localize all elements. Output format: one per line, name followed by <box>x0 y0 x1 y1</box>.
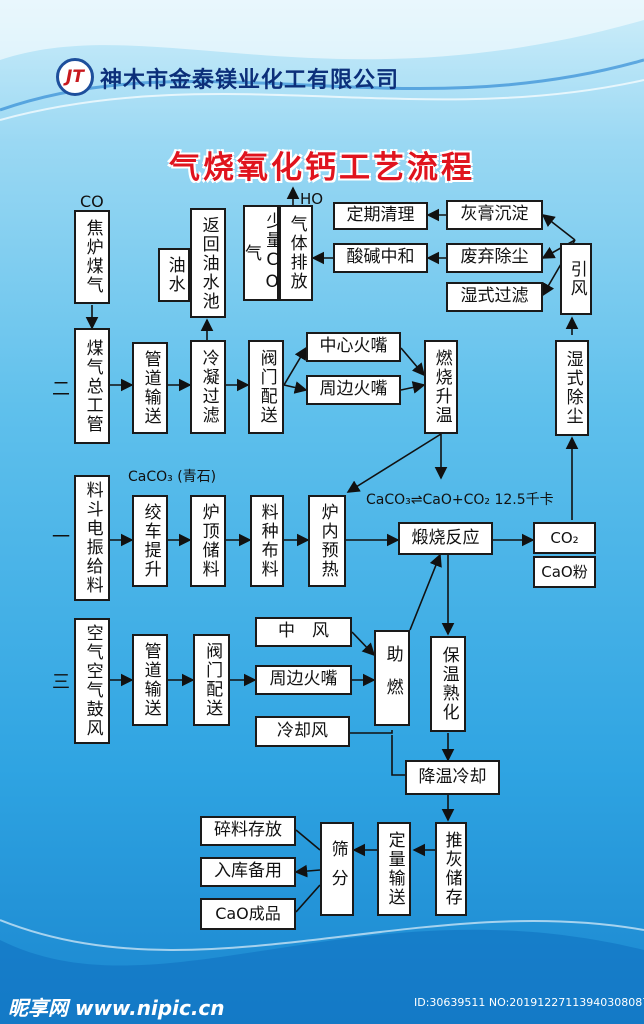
watermark-id: ID:30639511 NO:20191227113940308087 <box>414 996 644 1009</box>
ho-label: HO <box>300 190 324 208</box>
middle-wind-box: 中 风 <box>255 617 352 647</box>
cooling-wind-box: 冷却风 <box>255 716 350 747</box>
company-logo: JT <box>56 58 94 96</box>
pipe-transport-1-box: 管道输送 <box>132 342 168 434</box>
insulate-mature-box: 保温熟化 <box>430 636 466 732</box>
furnace-top-storage-box: 炉顶储料 <box>190 495 226 587</box>
company-name: 神木市金泰镁业化工有限公司 <box>100 68 400 93</box>
watermark-site: 昵享网 www.nipic.cn <box>8 996 225 1020</box>
stage-one-label: 一 <box>52 527 70 548</box>
little-co-box: 少量CO气 <box>241 205 282 301</box>
stage-three-label: 三 <box>52 672 70 693</box>
furnace-preheat-box: 炉内预热 <box>308 495 346 587</box>
regular-clean-box: 定期清理 <box>333 202 428 230</box>
center-burner-box: 中心火嘴 <box>306 332 401 362</box>
induced-air-box: 引风 <box>560 243 592 315</box>
oil-water-box: 油水 <box>158 248 190 302</box>
caco3-stone-label: CaCO₃ (青石) <box>128 469 217 485</box>
reaction-equation-label: CaCO₃⇌CaO+CO₂ 12.5千卡 <box>366 492 554 508</box>
gas-exhaust-box: 气体排放 <box>279 205 313 301</box>
wet-filter-box: 湿式过滤 <box>446 282 543 312</box>
wet-dedust-box: 湿式除尘 <box>555 340 589 436</box>
cooling-down-box: 降温冷却 <box>405 760 500 795</box>
co-label: CO <box>80 192 104 211</box>
combustion-aid-box: 助燃 <box>374 630 410 726</box>
hopper-feeder-box: 料斗电振给料 <box>74 475 110 601</box>
valve-distribute-1-box: 阀门配送 <box>248 340 284 434</box>
edge-burner-2-box: 周边火嘴 <box>255 665 352 695</box>
cao-powder-box: CaO粉 <box>533 556 596 588</box>
sieve-box: 筛分 <box>320 822 354 916</box>
air-blower-box: 空气空气鼓风 <box>74 618 110 744</box>
acid-neutral-box: 酸碱中和 <box>333 243 428 273</box>
pipe-transport-2-box: 管道输送 <box>132 634 168 726</box>
burn-heat-box: 燃烧升温 <box>424 340 458 434</box>
oil-water-return-box: 返回油水池 <box>190 208 226 318</box>
edge-burner-1-box: 周边火嘴 <box>306 375 401 405</box>
page-title: 气烧氧化钙工艺流程 <box>169 150 475 186</box>
gas-main-pipe-box: 煤气总工管 <box>74 328 110 444</box>
calcine-reaction-box: 煅烧反应 <box>398 522 493 555</box>
material-distribute-box: 料种布料 <box>250 495 284 587</box>
warehouse-box: 入库备用 <box>200 857 296 887</box>
quantitative-transport-box: 定量输送 <box>377 822 411 916</box>
valve-distribute-2-box: 阀门配送 <box>193 634 230 726</box>
gypsum-sediment-box: 灰膏沉淀 <box>446 200 543 230</box>
winch-lift-box: 绞车提升 <box>132 495 168 587</box>
condense-filter-box: 冷凝过滤 <box>190 340 226 434</box>
push-ash-store-box: 推灰储存 <box>435 822 467 916</box>
fines-storage-box: 碎料存放 <box>200 816 296 846</box>
waste-dust-box: 废弃除尘 <box>446 243 543 273</box>
stage-two-label: 二 <box>52 379 70 400</box>
co2-box: CO₂ <box>533 522 596 554</box>
coke-gas-box: 焦炉煤气 <box>74 210 110 304</box>
cao-product-box: CaO成品 <box>200 898 296 930</box>
